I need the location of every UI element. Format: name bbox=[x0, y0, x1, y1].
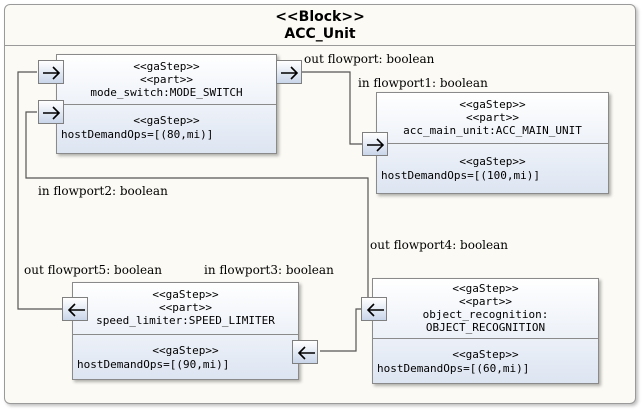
acc-main-unit-ops-section: <<gaStep>> hostDemandOps=[(100,mi)] bbox=[377, 143, 608, 194]
wire-objrec-to-modeswitch bbox=[25, 111, 369, 297]
object-recognition-host-demand-ops: hostDemandOps=[(60,mi)] bbox=[377, 362, 530, 375]
mode-switch-title-section: <<gaStep>> <<part>> mode_switch:MODE_SWI… bbox=[57, 55, 276, 101]
acc-main-unit-title-section: <<gaStep>> <<part>> acc_main_unit:ACC_MA… bbox=[377, 93, 608, 141]
mode-switch-in-port-top[interactable] bbox=[38, 60, 64, 84]
speed-limiter-ops-section: <<gaStep>> hostDemandOps=[(90,mi)] bbox=[73, 334, 298, 380]
label-in-flowport2: in flowport2: boolean bbox=[38, 184, 168, 198]
acc-main-unit-gastep-stereotype: <<gaStep>> bbox=[459, 98, 526, 111]
acc-main-unit-ops-stereotype: <<gaStep>> bbox=[459, 155, 526, 168]
arrow-left-icon bbox=[366, 303, 384, 317]
object-recognition-ops-stereotype: <<gaStep>> bbox=[452, 348, 519, 361]
block-header: <<Block>> ACC_Unit bbox=[5, 5, 635, 46]
mode-switch-out-port[interactable] bbox=[276, 60, 302, 84]
wire-modeswitch-to-accmain bbox=[302, 71, 362, 145]
part-speed-limiter[interactable]: <<gaStep>> <<part>> speed_limiter:SPEED_… bbox=[72, 282, 299, 380]
speed-limiter-part-stereotype: <<part>> bbox=[159, 301, 212, 314]
object-recognition-part-stereotype: <<part>> bbox=[459, 295, 512, 308]
speed-limiter-gastep-stereotype: <<gaStep>> bbox=[152, 288, 219, 301]
speed-limiter-name: speed_limiter:SPEED_LIMITER bbox=[96, 314, 275, 327]
speed-limiter-in-port[interactable] bbox=[292, 340, 318, 364]
label-in-flowport1: in flowport1: boolean bbox=[358, 76, 488, 90]
mode-switch-ops-stereotype: <<gaStep>> bbox=[133, 114, 200, 127]
arrow-left-icon bbox=[67, 303, 85, 317]
object-recognition-gastep-stereotype: <<gaStep>> bbox=[452, 282, 519, 295]
label-in-flowport3: in flowport3: boolean bbox=[204, 263, 334, 277]
block-name: ACC_Unit bbox=[284, 26, 356, 42]
mode-switch-host-demand-ops: hostDemandOps=[(80,mi)] bbox=[61, 128, 214, 141]
object-recognition-out-port[interactable] bbox=[361, 297, 387, 321]
mode-switch-in-port-bottom[interactable] bbox=[38, 100, 64, 124]
object-recognition-name-line2: OBJECT_RECOGNITION bbox=[425, 321, 546, 334]
part-mode-switch[interactable]: <<gaStep>> <<part>> mode_switch:MODE_SWI… bbox=[56, 54, 277, 154]
label-out-flowport: out flowport: boolean bbox=[304, 52, 435, 66]
label-out-flowport5: out flowport5: boolean bbox=[24, 263, 162, 277]
mode-switch-part-stereotype: <<part>> bbox=[140, 73, 193, 86]
speed-limiter-out-port[interactable] bbox=[62, 297, 88, 321]
acc-main-unit-part-stereotype: <<part>> bbox=[466, 111, 519, 124]
mode-switch-ops-section: <<gaStep>> hostDemandOps=[(80,mi)] bbox=[57, 104, 276, 154]
mode-switch-name: mode_switch:MODE_SWITCH bbox=[90, 86, 243, 99]
block-stereotype: <<Block>> bbox=[275, 9, 365, 25]
speed-limiter-host-demand-ops: hostDemandOps=[(90,mi)] bbox=[77, 358, 230, 371]
wire-speedlimiter-to-modeswitch bbox=[17, 71, 62, 310]
object-recognition-name-line1: object_recognition: bbox=[422, 308, 549, 321]
speed-limiter-ops-stereotype: <<gaStep>> bbox=[152, 344, 219, 357]
acc-main-unit-in-port[interactable] bbox=[362, 132, 388, 156]
arrow-right-icon bbox=[281, 66, 299, 80]
wire-objrec-to-speedlimiter bbox=[320, 308, 361, 352]
part-acc-main-unit[interactable]: <<gaStep>> <<part>> acc_main_unit:ACC_MA… bbox=[376, 92, 609, 194]
part-object-recognition[interactable]: <<gaStep>> <<part>> object_recognition: … bbox=[372, 278, 599, 384]
mode-switch-gastep-stereotype: <<gaStep>> bbox=[133, 60, 200, 73]
acc-main-unit-name: acc_main_unit:ACC_MAIN_UNIT bbox=[403, 124, 582, 137]
speed-limiter-title-section: <<gaStep>> <<part>> speed_limiter:SPEED_… bbox=[73, 283, 298, 331]
object-recognition-title-section: <<gaStep>> <<part>> object_recognition: … bbox=[373, 279, 598, 335]
label-out-flowport4: out flowport4: boolean bbox=[370, 238, 508, 252]
arrow-left-icon bbox=[297, 346, 315, 360]
arrow-right-icon bbox=[43, 106, 61, 120]
object-recognition-ops-section: <<gaStep>> hostDemandOps=[(60,mi)] bbox=[373, 338, 598, 384]
arrow-right-icon bbox=[367, 138, 385, 152]
arrow-right-icon bbox=[43, 66, 61, 80]
acc-main-unit-host-demand-ops: hostDemandOps=[(100,mi)] bbox=[381, 169, 540, 182]
